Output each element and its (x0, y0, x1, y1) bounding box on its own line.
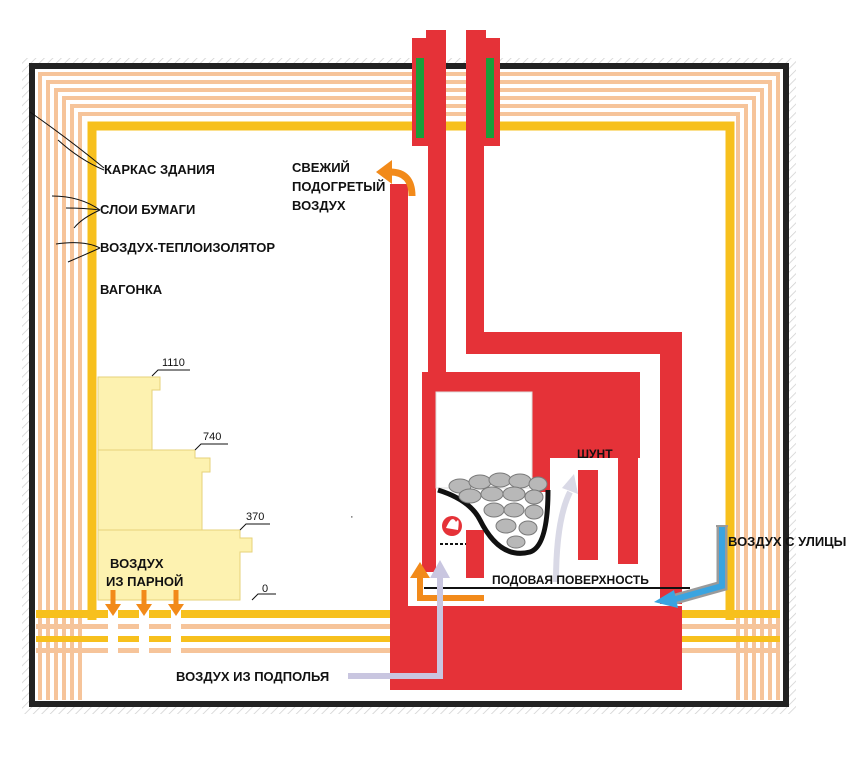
firebox-warm-arrow (417, 574, 484, 601)
label-lining: ВАГОНКА (100, 282, 163, 297)
steam-room-arrows (105, 590, 184, 616)
wall-layers (38, 72, 780, 700)
shelf-label-1110: 1110 (162, 357, 185, 369)
fire-icon (440, 516, 466, 545)
stove (390, 30, 682, 690)
underfloor-air-arrow (348, 560, 450, 679)
label-frame: КАРКАС ЗДАНИЯ (104, 162, 215, 177)
street-air-arrow (654, 525, 728, 608)
stray-dot: · (350, 511, 354, 523)
chimney-insert-left (416, 58, 424, 138)
label-paper: СЛОИ БУМАГИ (100, 202, 195, 217)
label-street-air: ВОЗДУХ С УЛИЦЫ (728, 534, 846, 549)
stones (448, 472, 548, 549)
shelf-label-0: 0 (262, 583, 268, 595)
shelf-markers (151, 369, 276, 601)
label-fresh-air-1: СВЕЖИЙ (292, 160, 350, 175)
label-underfloor-air: ВОЗДУХ ИЗ ПОДПОЛЬЯ (176, 669, 329, 684)
fresh-air-arrow (389, 168, 416, 197)
leader-lines (29, 111, 105, 263)
shelf-label-740: 740 (203, 431, 221, 443)
label-shunt: ШУНТ (577, 447, 613, 461)
heater-cavity (435, 391, 533, 489)
label-fresh-air-3: ВОЗДУХ (292, 198, 346, 213)
chimney-insert-right (486, 58, 494, 138)
label-air-insulator: ВОЗДУХ-ТЕПЛОИЗОЛЯТОР (100, 240, 275, 255)
label-steam-room-air-2: ИЗ ПАРНОЙ (106, 574, 183, 589)
stone-basket (437, 487, 551, 556)
shunt-air-arrow (553, 474, 578, 583)
label-fresh-air-2: ПОДОГРЕТЫЙ (292, 179, 385, 194)
shelves (97, 376, 253, 601)
label-floor-surface: ПОДОВАЯ ПОВЕРХНОСТЬ (492, 573, 649, 587)
shelf-label-370: 370 (246, 511, 264, 523)
label-steam-room-air-1: ВОЗДУХ (110, 556, 164, 571)
